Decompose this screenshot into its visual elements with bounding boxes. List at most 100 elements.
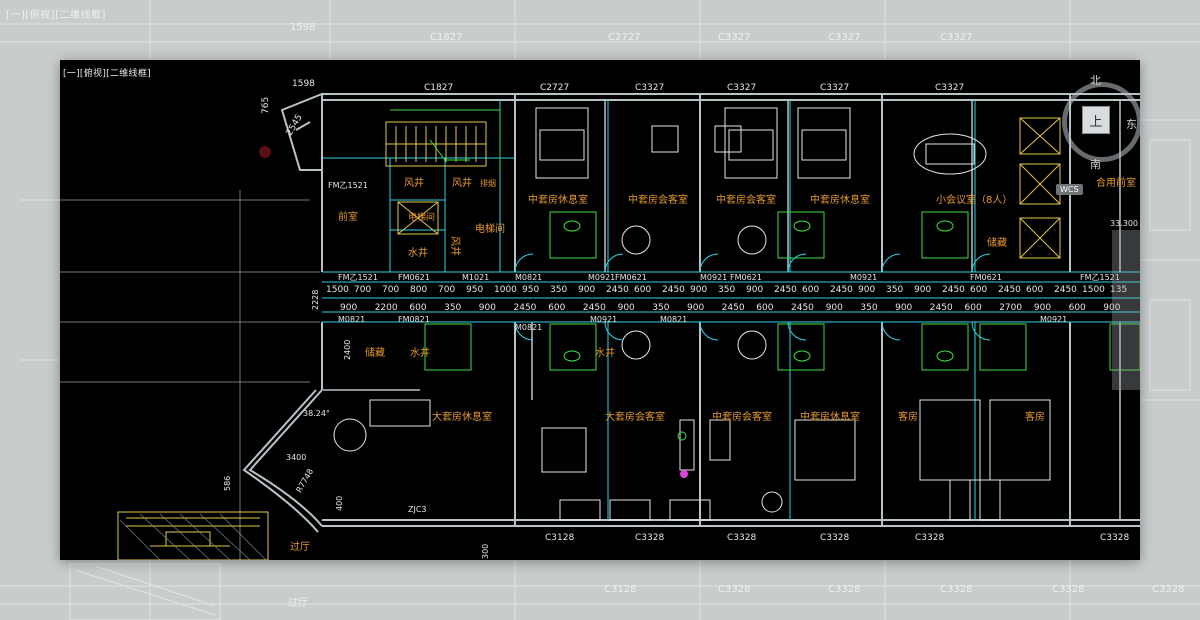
red-marker [259,146,271,158]
dimension-value: 2450 [791,303,814,313]
dimension-value: 600 [965,303,982,313]
dimension-value: 2450 [514,303,537,313]
room-label-guest-room: 客房 [898,410,918,423]
dimension-value: 900 [826,303,843,313]
room-label-front-room: 前室 [338,210,358,223]
background-viewport-label: [一][俯视][二维线框] [6,10,106,21]
door-label: M0921 [700,273,727,282]
room-label-elevator-hall: 电梯间 [475,222,505,235]
window-label: C3327 [635,83,664,93]
dimension-value: 135 [1110,285,1127,295]
north-label[interactable]: 北 [1090,74,1101,87]
dimension-value: 600 [409,303,426,313]
dimension-value: 950 [466,285,483,295]
room-label-fengjing: 风井 [449,236,462,256]
room-label-meeting-room: 小会议室（8人） [936,193,1012,206]
furniture [333,107,1051,521]
bg-window-c3328: C3328 [1052,584,1084,595]
bg-window-c3327: C3327 [828,32,860,43]
viewcube[interactable]: 北 东 南 上 [1058,72,1140,182]
elevator-shafts [397,117,1061,259]
compass-ring[interactable] [1062,82,1140,162]
bg-window-c3327: C3327 [718,32,750,43]
viewport-controls-label[interactable]: [一][俯视][二维线框] [63,69,151,79]
dimension-value: 2200 [375,303,398,313]
bg-window-c3328: C3328 [940,584,972,595]
top-left-shaft [280,92,323,171]
dim-label: 400 [335,496,344,511]
dimension-value: 900 [690,285,707,295]
dimension-value: 900 [479,303,496,313]
radius-label: R7748 [294,467,315,494]
bg-room-guoting: 过厅 [288,596,308,609]
window-label: C2727 [540,83,569,93]
dimension-value: 700 [354,285,371,295]
dimension-value: 2450 [998,285,1021,295]
room-label-elevator: 电梯间 [408,211,435,223]
bg-window-c3328: C3328 [828,584,860,595]
wcs-menu[interactable]: WCS [1056,184,1083,195]
dimension-value: 1000 [494,285,517,295]
south-label[interactable]: 南 [1090,158,1101,171]
dimension-value: 900 [746,285,763,295]
dimension-value: 700 [382,285,399,295]
dimension-value: 900 [914,285,931,295]
room-label-suite-lounge: 中套房会客室 [712,410,772,423]
dimension-value: 600 [1026,285,1043,295]
window-label: C3328 [820,533,849,543]
dimension-value: 600 [970,285,987,295]
dimension-value: 900 [578,285,595,295]
window-label: C3328 [727,533,756,543]
room-label-water-shaft: 水井 [595,346,615,359]
dimension-value: 600 [802,285,819,295]
dim-label: 1598 [292,79,315,89]
dimension-value: 2450 [774,285,797,295]
bg-window-c1827: C1827 [430,32,462,43]
dim-label: 3400 [286,453,306,462]
dimension-value: 2450 [830,285,853,295]
corridor-axes [322,100,1140,520]
dimension-value: 950 [522,285,539,295]
door-label: FM0621 [398,273,430,282]
door-label: M0921 [588,273,615,282]
door-label: FM乙1521 [338,273,378,282]
bg-window-c3128: C3128 [604,584,636,595]
window-label: C1827 [424,83,453,93]
navigation-bar[interactable] [1112,230,1140,390]
room-label-suite-bedroom: 中套房休息室 [528,193,588,206]
dim-label: 300 [481,544,490,559]
window-label: C3327 [727,83,756,93]
room-label-large-suite-bedroom: 大套房休息室 [432,410,492,423]
exterior-walls [321,93,1140,527]
room-label-water-shaft: 水井 [410,346,430,359]
dimension-value: 350 [886,285,903,295]
door-label: FM乙1521 [1080,273,1120,282]
dimension-value: 350 [718,285,735,295]
magenta-marker [680,470,688,478]
door-label: FM0621 [730,273,762,282]
dimension-value: 2450 [662,285,685,295]
lower-stair [117,511,269,560]
door-label: FM0621 [970,273,1002,282]
cad-viewport[interactable]: C1827 C2727 C3327 C3327 C3327 C3327 C312… [60,60,1140,560]
dimension-value: 2450 [722,303,745,313]
door-label: M0821 [338,315,365,324]
staircase [385,121,487,167]
floor-plan-drawing[interactable]: C1827 C2727 C3327 C3327 C3327 C3327 C312… [60,60,1140,560]
door-label: M0921 [850,273,877,282]
dimension-value: 350 [550,285,567,295]
element-label: ZJC3 [408,505,427,514]
room-label-suite-lounge: 中套房会客室 [716,193,776,206]
window-label: C3328 [635,533,664,543]
dimension-value: 2450 [1054,285,1077,295]
green-marker [677,431,687,441]
bg-window-c3328: C3328 [1152,584,1184,595]
curved-wall [242,389,515,533]
dimension-value: 1500 [1082,285,1105,295]
room-label-suite-lounge: 中套房会客室 [628,193,688,206]
viewcube-top-face[interactable]: 上 [1082,106,1110,134]
room-label-hall: 过厅 [290,540,310,553]
bathroom-fixtures [424,211,1140,371]
dim-label: 765 [261,97,271,114]
